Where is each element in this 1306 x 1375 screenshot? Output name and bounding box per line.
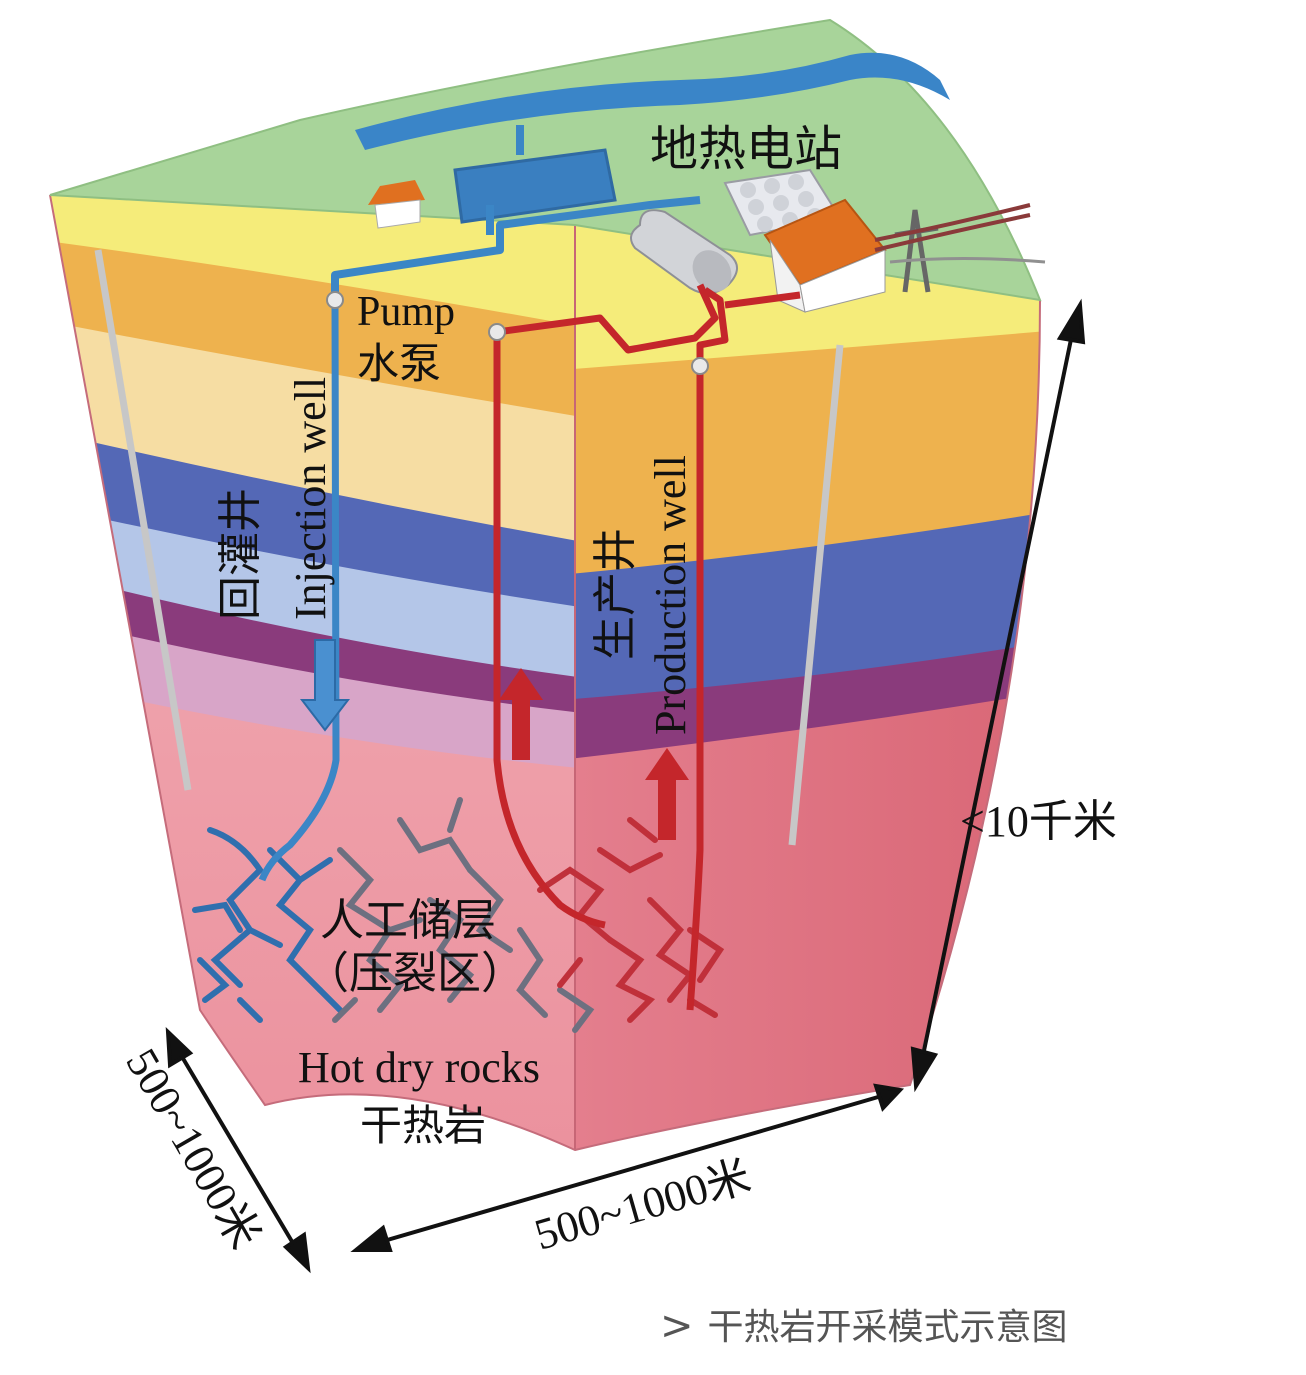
production-flow-arrow-2 — [645, 748, 689, 840]
reservoir-label-line2: （压裂区） — [305, 949, 525, 998]
depth-label: <10千米 — [960, 797, 1117, 846]
turbine-icon — [630, 209, 738, 295]
injection-well-pipe — [258, 301, 340, 882]
width-dimension-arrow-bottom — [350, 1083, 905, 1252]
block-outline — [49, 194, 1041, 1152]
water-pond — [453, 125, 617, 224]
production-label-en: Production well — [646, 455, 695, 735]
figure-caption: > 干热岩开采模式示意图 — [660, 1298, 1068, 1349]
caption-arrow-icon: > — [660, 1303, 694, 1349]
house-icon — [368, 180, 425, 229]
injection-wellhead — [326, 291, 344, 309]
monitoring-rod-left — [94, 249, 192, 791]
injection-surface-pipe — [331, 196, 701, 300]
injection-well-label: 回灌井 Injection well — [216, 377, 335, 620]
injection-label-cn: 回灌井 — [216, 488, 265, 620]
production-well-label-en: Production well — [646, 455, 695, 735]
pump-label-en: Pump — [357, 289, 455, 335]
fracture-zone — [192, 797, 725, 1033]
injection-flow-arrow — [299, 639, 351, 732]
power-house-icon — [763, 198, 887, 313]
power-line-icon — [874, 203, 1046, 293]
width-dimension-arrow-left — [165, 1027, 311, 1274]
hot-rocks-label-cn: 干热岩 — [360, 1104, 486, 1150]
production-wellhead-1 — [488, 323, 506, 341]
caption-text: 干热岩开采模式示意图 — [707, 1307, 1068, 1348]
production-well-pipe-1 — [493, 335, 606, 929]
production-flow-arrow-1 — [499, 668, 543, 760]
production-well-label: 生产井 — [591, 528, 640, 660]
production-label-cn: 生产井 — [591, 528, 640, 660]
power-plant-label: 地热电站 — [650, 123, 842, 176]
reservoir-label-line1: 人工储层 — [320, 896, 496, 945]
production-wellhead-2 — [691, 357, 709, 375]
injection-label-en: Injection well — [286, 377, 335, 620]
hdr-diagram: 地热电站 Pump 水泵 回灌井 Injection well 生产井 Prod… — [49, 18, 1117, 1274]
river — [355, 52, 950, 150]
pump-label-cn: 水泵 — [357, 342, 441, 388]
monitoring-rod-right — [788, 344, 844, 846]
depth-dimension-arrow — [910, 298, 1086, 1093]
production-well-pipe-2 — [686, 368, 704, 1011]
production-surface-pipe — [496, 283, 801, 365]
hot-rocks-label-en: Hot dry rocks — [298, 1043, 540, 1092]
